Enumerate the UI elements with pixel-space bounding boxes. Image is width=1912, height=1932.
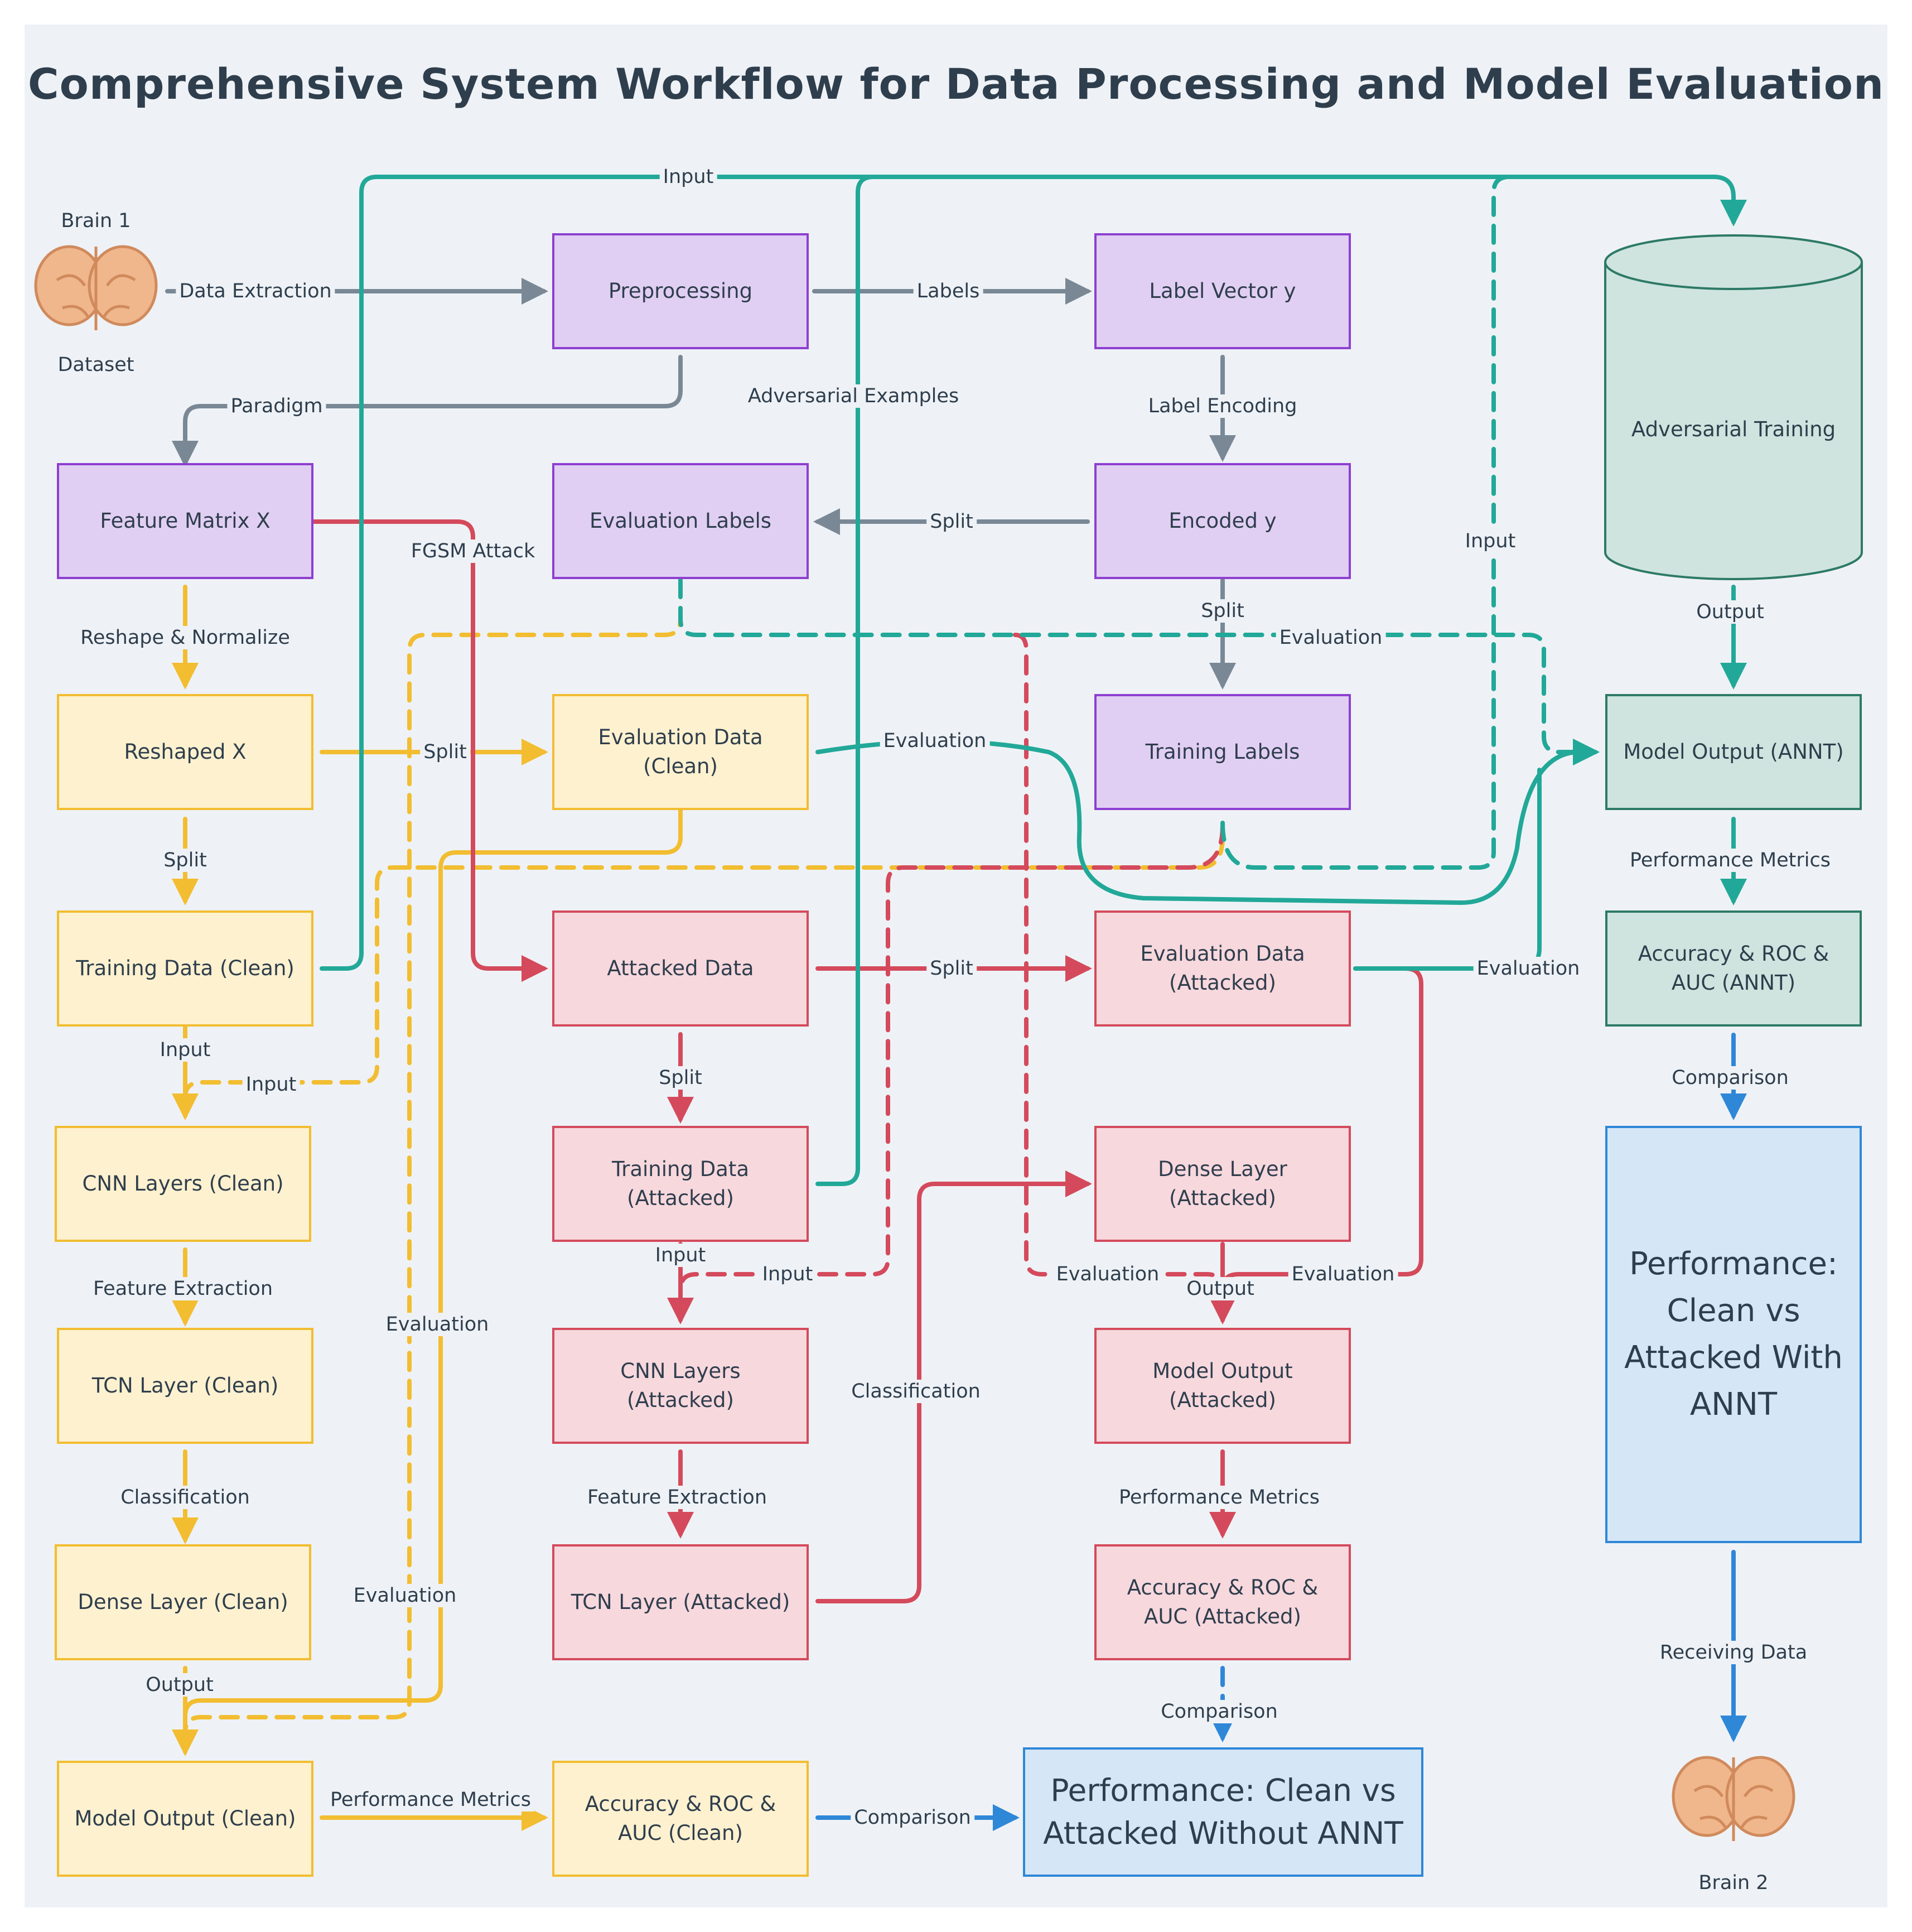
tcn-attacked-node[interactable]: TCN Layer (Attacked) bbox=[552, 1544, 809, 1660]
cnn-attacked-node[interactable]: CNN Layers (Attacked) bbox=[552, 1328, 809, 1444]
dataset-label: Dataset bbox=[57, 354, 134, 376]
edge-label-reshape-normalize: Reshape & Normalize bbox=[77, 626, 293, 649]
edge-label-evaluation-dense-left: Evaluation bbox=[1052, 1263, 1163, 1286]
adversarial-training-node[interactable]: Adversarial Training bbox=[1631, 417, 1836, 442]
edge-label-input-clean-2: Input bbox=[242, 1073, 300, 1096]
edge-label-split-attacked: Split bbox=[926, 957, 977, 980]
edge-label-comparison-annt: Comparison bbox=[1668, 1066, 1792, 1090]
edge-eval-clean-down bbox=[183, 808, 683, 1737]
edge-label-evaluation-clean: Evaluation bbox=[880, 729, 990, 753]
diagram-title: Comprehensive System Workflow for Data P… bbox=[27, 59, 1885, 109]
brain-1-label: Brain 1 bbox=[61, 210, 131, 232]
edge-label-output-clean: Output bbox=[142, 1673, 217, 1697]
edge-label-input-attacked-2: Input bbox=[759, 1263, 817, 1286]
edge-label-output-dense: Output bbox=[1183, 1277, 1258, 1300]
training-data-clean-node[interactable]: Training Data (Clean) bbox=[57, 910, 313, 1027]
edge-adversarial-examples bbox=[815, 175, 876, 1186]
training-labels-node[interactable]: Training Labels bbox=[1094, 694, 1351, 810]
edge-label-evaluation-mid: Evaluation bbox=[382, 1313, 493, 1336]
edge-label-perf-metrics-clean: Performance Metrics bbox=[327, 1788, 534, 1811]
edge-evaluation-labels-dashed bbox=[678, 578, 1600, 765]
edge-eval-labels-dashed bbox=[183, 578, 683, 1735]
edge-label-perf-metrics-attacked: Performance Metrics bbox=[1116, 1486, 1323, 1509]
edge-input-right-dashed bbox=[1220, 175, 1512, 870]
edge-label-split-train: Split bbox=[160, 849, 210, 872]
evaluation-data-attacked-node[interactable]: Evaluation Data (Attacked) bbox=[1094, 910, 1351, 1027]
attacked-data-node[interactable]: Attacked Data bbox=[552, 910, 809, 1027]
dense-clean-node[interactable]: Dense Layer (Clean) bbox=[55, 1544, 311, 1660]
edge-label-output-adv: Output bbox=[1693, 600, 1768, 624]
edge-label-evaluation-low: Evaluation bbox=[350, 1584, 460, 1607]
feature-matrix-node[interactable]: Feature Matrix X bbox=[57, 463, 313, 579]
edge-label-input-top: Input bbox=[659, 165, 717, 189]
edge-label-split-encoded: Split bbox=[926, 510, 977, 533]
model-output-clean-node[interactable]: Model Output (Clean) bbox=[57, 1761, 313, 1877]
metrics-attacked-node[interactable]: Accuracy & ROC & AUC (Attacked) bbox=[1094, 1544, 1351, 1660]
label-vector-node[interactable]: Label Vector y bbox=[1094, 233, 1351, 349]
brain-2-label: Brain 2 bbox=[1698, 1872, 1769, 1894]
edge-training-labels-dashed-red bbox=[678, 823, 1225, 1308]
edge-training-labels-dashed-yellow bbox=[183, 835, 1225, 1100]
edge-label-adversarial-examples: Adversarial Examples bbox=[744, 384, 963, 408]
edge-label-label-encoding: Label Encoding bbox=[1145, 394, 1301, 418]
training-data-attacked-node[interactable]: Training Data (Attacked) bbox=[552, 1126, 809, 1242]
edge-label-input-attacked: Input bbox=[651, 1244, 709, 1267]
edge-label-fgsm-attack: FGSM Attack bbox=[407, 539, 539, 563]
preprocessing-node[interactable]: Preprocessing bbox=[552, 233, 809, 349]
evaluation-data-clean-node[interactable]: Evaluation Data (Clean) bbox=[552, 694, 809, 810]
edge-label-split-down: Split bbox=[1198, 599, 1248, 623]
brain-2-icon bbox=[1672, 1756, 1795, 1841]
edge-label-labels: Labels bbox=[913, 280, 983, 303]
edge-paradigm bbox=[172, 355, 683, 468]
model-output-attacked-node[interactable]: Model Output (Attacked) bbox=[1094, 1328, 1351, 1444]
reshaped-x-node[interactable]: Reshaped X bbox=[57, 694, 313, 810]
edge-label-split-reshaped: Split bbox=[420, 740, 470, 764]
edge-label-feature-extraction-attacked: Feature Extraction bbox=[583, 1486, 771, 1509]
brain-1-icon bbox=[34, 245, 158, 330]
edge-label-comparison-attacked: Comparison bbox=[1157, 1700, 1281, 1723]
edge-label-comparison-clean: Comparison bbox=[851, 1806, 974, 1829]
adversarial-training-cylinder-shape bbox=[1604, 234, 1863, 580]
edge-label-perf-metrics-annt: Performance Metrics bbox=[1626, 849, 1834, 872]
evaluation-labels-node[interactable]: Evaluation Labels bbox=[552, 463, 809, 579]
metrics-annt-node[interactable]: Accuracy & ROC & AUC (ANNT) bbox=[1605, 910, 1862, 1027]
edge-eval-dense-dashed bbox=[1013, 633, 1225, 1292]
model-output-annt-node[interactable]: Model Output (ANNT) bbox=[1605, 694, 1862, 810]
edge-label-input-clean: Input bbox=[156, 1038, 214, 1062]
edge-label-data-extraction: Data Extraction bbox=[176, 280, 335, 303]
encoded-y-node[interactable]: Encoded y bbox=[1094, 463, 1351, 579]
dense-attacked-node[interactable]: Dense Layer (Attacked) bbox=[1094, 1126, 1351, 1242]
edge-label-input-right: Input bbox=[1461, 529, 1519, 553]
edge-label-classification-clean: Classification bbox=[117, 1486, 253, 1509]
metrics-clean-node[interactable]: Accuracy & ROC & AUC (Clean) bbox=[552, 1761, 809, 1877]
cnn-clean-node[interactable]: CNN Layers (Clean) bbox=[55, 1126, 311, 1242]
edge-label-evaluation-top: Evaluation bbox=[1276, 626, 1386, 649]
edge-label-paradigm: Paradigm bbox=[227, 394, 326, 418]
edge-label-classification-attacked: Classification bbox=[848, 1380, 984, 1403]
edge-input-top bbox=[320, 175, 1747, 971]
edge-label-split-attacked-down: Split bbox=[655, 1066, 706, 1090]
edge-label-feature-extraction-clean: Feature Extraction bbox=[89, 1277, 277, 1300]
edge-label-receiving-data: Receiving Data bbox=[1656, 1641, 1811, 1664]
perf-without-annt-node[interactable]: Performance: Clean vs Attacked Without A… bbox=[1023, 1747, 1423, 1877]
edge-fgsm-attack bbox=[310, 519, 548, 982]
perf-with-annt-node[interactable]: Performance: Clean vs Attacked With ANNT bbox=[1605, 1126, 1862, 1543]
edge-label-evaluation-attacked: Evaluation bbox=[1473, 957, 1583, 980]
tcn-clean-node[interactable]: TCN Layer (Clean) bbox=[57, 1328, 313, 1444]
edge-label-evaluation-dense-right: Evaluation bbox=[1288, 1263, 1398, 1286]
